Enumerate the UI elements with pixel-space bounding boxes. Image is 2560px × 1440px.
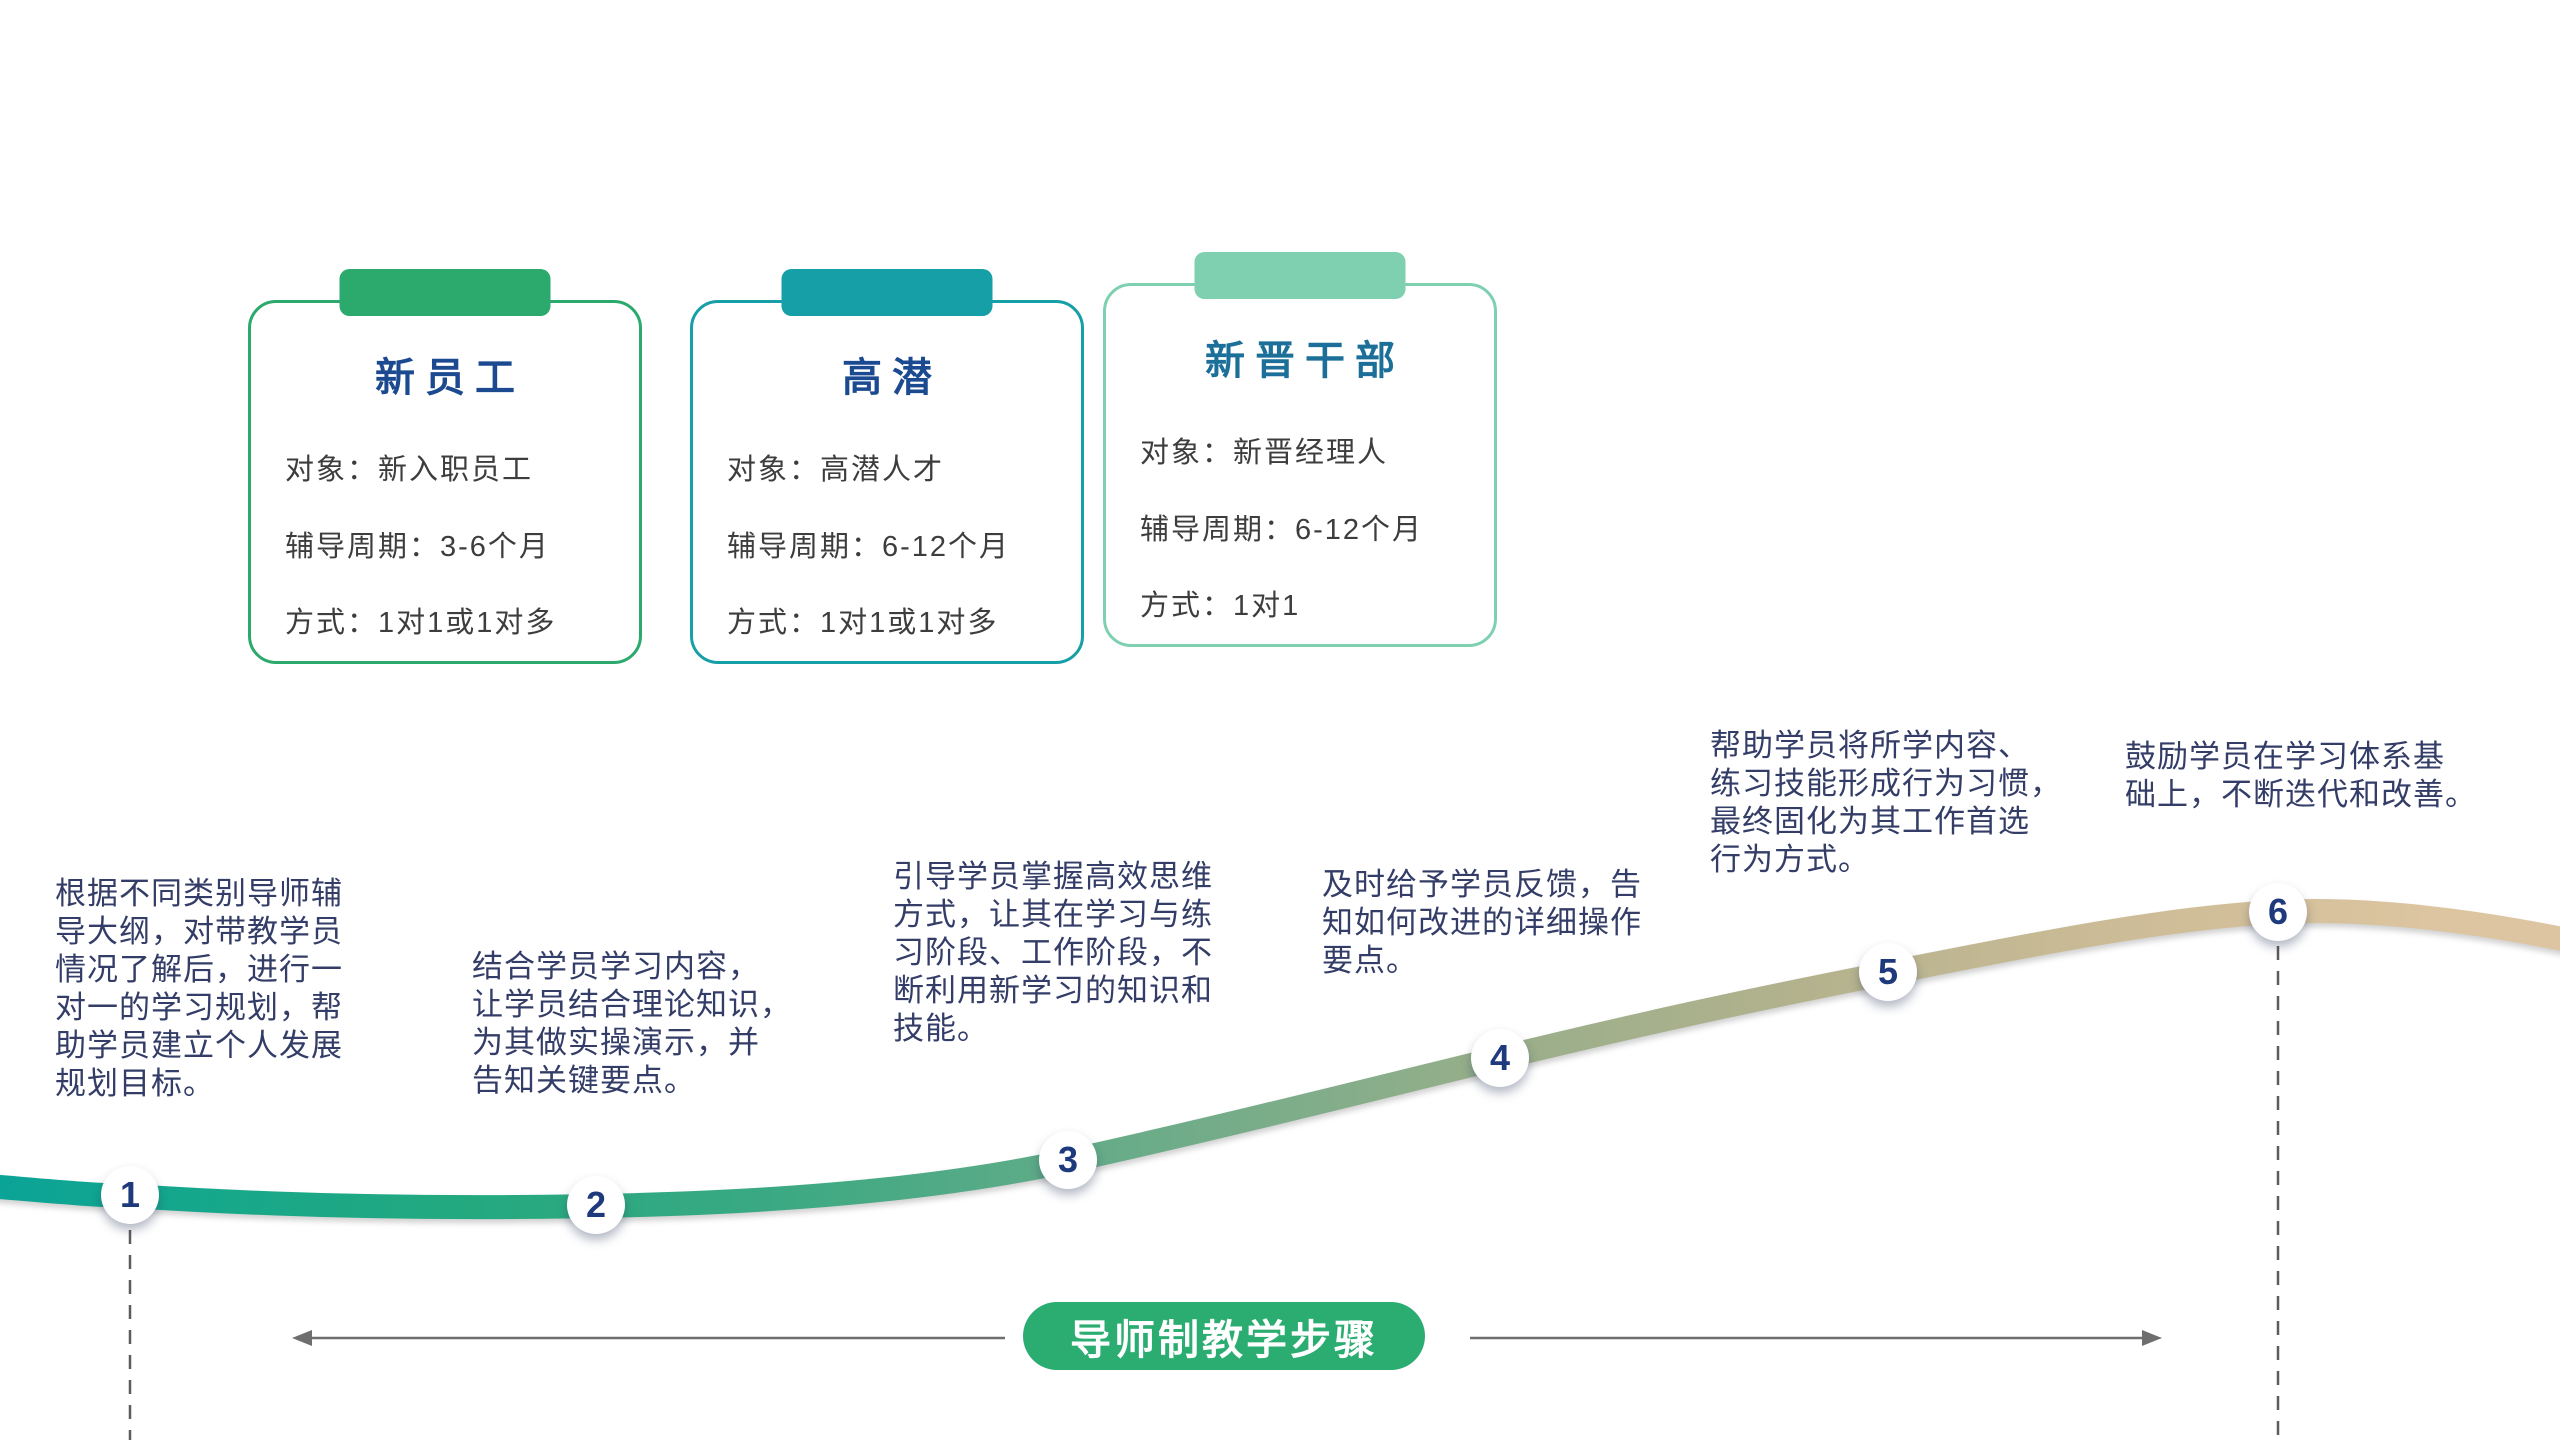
text-line: 知如何改进的详细操作	[1322, 905, 1642, 940]
step-marker-4: 4	[1471, 1029, 1529, 1087]
text-line: 助学员建立个人发展	[55, 1028, 343, 1063]
card-row-mode: 方式：1对1或1对多	[727, 607, 999, 639]
text-line: 情况了解后，进行一	[55, 952, 343, 987]
right-arrow-icon	[1470, 1330, 2162, 1346]
card-row-duration: 辅导周期：3-6个月	[285, 531, 550, 563]
text-line: 技能。	[893, 1011, 989, 1046]
step-number: 4	[1489, 1037, 1511, 1078]
card-row-mode: 方式：1对1或1对多	[285, 607, 557, 639]
step-6-description: 鼓励学员在学习体系基 础上，不断迭代和改善。	[2125, 738, 2477, 814]
card-title: 高潜	[842, 356, 942, 400]
step-2-description: 结合学员学习内容， 让学员结合理论知识， 为其做实操演示，并 告知关键要点。	[472, 948, 792, 1100]
text-line: 及时给予学员反馈，告	[1322, 867, 1642, 902]
card-row-target: 对象：新晋经理人	[1140, 437, 1389, 469]
card-row-target: 对象：高潜人才	[727, 454, 945, 486]
step-marker-6: 6	[2249, 883, 2307, 941]
step-3-description: 引导学员掌握高效思维 方式，让其在学习与练 习阶段、工作阶段，不 断利用新学习的…	[893, 858, 1213, 1048]
text-line: 对一的学习规划，帮	[55, 990, 343, 1025]
step-marker-5: 5	[1859, 943, 1917, 1001]
text-line: 础上，不断迭代和改善。	[2125, 777, 2477, 812]
left-arrow-icon	[292, 1330, 1005, 1346]
text-line: 断利用新学习的知识和	[893, 973, 1213, 1008]
card-title: 新员工	[375, 356, 525, 400]
card-new-employee: 新员工 对象：新入职员工 辅导周期：3-6个月 方式：1对1或1对多	[248, 269, 642, 664]
card-tab	[781, 269, 993, 316]
step-number: 5	[1877, 951, 1899, 992]
step-number: 2	[585, 1184, 607, 1225]
step-4-description: 及时给予学员反馈，告 知如何改进的详细操作 要点。	[1322, 866, 1642, 980]
card-high-potential: 高潜 对象：高潜人才 辅导周期：6-12个月 方式：1对1或1对多	[690, 269, 1084, 664]
text-line: 帮助学员将所学内容、	[1710, 728, 2030, 763]
step-1-description: 根据不同类别导师辅 导大纲，对带教学员 情况了解后，进行一 对一的学习规划，帮 …	[55, 875, 343, 1103]
text-line: 要点。	[1322, 943, 1418, 978]
card-row-duration: 辅导周期：6-12个月	[727, 531, 1011, 563]
card-tab	[1194, 252, 1406, 299]
text-line: 为其做实操演示，并	[472, 1025, 760, 1060]
text-line: 习阶段、工作阶段，不	[893, 935, 1213, 970]
step-number: 6	[2267, 891, 2289, 932]
step-marker-1: 1	[101, 1166, 159, 1224]
card-title: 新晋干部	[1205, 339, 1405, 383]
text-line: 告知关键要点。	[472, 1063, 696, 1098]
text-line: 导大纲，对带教学员	[55, 914, 343, 949]
text-line: 根据不同类别导师辅	[55, 876, 343, 911]
card-row-duration: 辅导周期：6-12个月	[1140, 514, 1424, 546]
section-title: 导师制教学步骤	[1070, 1317, 1378, 1363]
text-line: 引导学员掌握高效思维	[893, 859, 1213, 894]
card-row-target: 对象：新入职员工	[285, 454, 534, 486]
card-new-manager: 新晋干部 对象：新晋经理人 辅导周期：6-12个月 方式：1对1	[1103, 252, 1497, 647]
text-line: 练习技能形成行为习惯，	[1710, 766, 2062, 801]
step-number: 1	[119, 1174, 141, 1215]
step-marker-3: 3	[1039, 1131, 1097, 1189]
card-tab	[339, 269, 551, 316]
text-line: 最终固化为其工作首选	[1710, 804, 2030, 839]
card-row-mode: 方式：1对1	[1140, 590, 1301, 622]
section-title-badge: 导师制教学步骤	[1023, 1302, 1425, 1370]
step-marker-2: 2	[567, 1176, 625, 1234]
text-line: 方式，让其在学习与练	[893, 897, 1213, 932]
timeline-curve	[0, 899, 2560, 1220]
text-line: 让学员结合理论知识，	[472, 987, 792, 1022]
step-5-description: 帮助学员将所学内容、 练习技能形成行为习惯， 最终固化为其工作首选 行为方式。	[1710, 727, 2062, 879]
text-line: 结合学员学习内容，	[472, 949, 760, 984]
step-number: 3	[1057, 1139, 1079, 1180]
text-line: 鼓励学员在学习体系基	[2125, 739, 2445, 774]
text-line: 规划目标。	[55, 1066, 215, 1101]
text-line: 行为方式。	[1710, 842, 1870, 877]
